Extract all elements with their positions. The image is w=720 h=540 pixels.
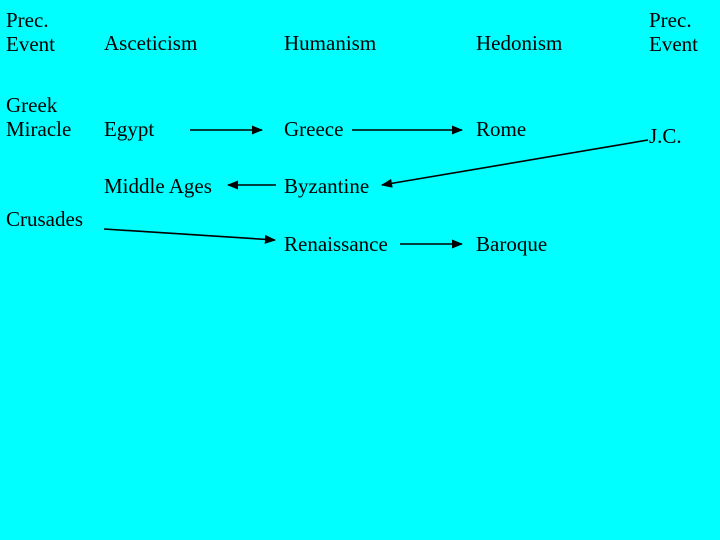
arrow-crusades-to-renaissance: [103, 228, 277, 244]
rome-label: Rome: [476, 117, 527, 141]
greek-miracle-label: Greek Miracle: [6, 93, 72, 141]
asceticism-label: Asceticism: [104, 31, 198, 55]
byzantine-label: Byzantine: [284, 174, 370, 198]
humanism-label: Humanism: [284, 31, 377, 55]
right-prec-event-label: Prec. Event: [649, 8, 698, 56]
arrow-jc-to-byzantine: [380, 139, 649, 188]
jc-label: J.C.: [649, 124, 682, 148]
egypt-label: Egypt: [104, 117, 155, 141]
greece-label: Greece: [284, 117, 344, 141]
crusades-label: Crusades: [6, 207, 83, 231]
left-prec-event-label: Prec. Event: [6, 8, 55, 56]
middle-ages-label: Middle Ages: [104, 174, 212, 198]
hedonism-label: Hedonism: [476, 31, 563, 55]
renaissance-label: Renaissance: [284, 232, 388, 256]
baroque-label: Baroque: [476, 232, 548, 256]
